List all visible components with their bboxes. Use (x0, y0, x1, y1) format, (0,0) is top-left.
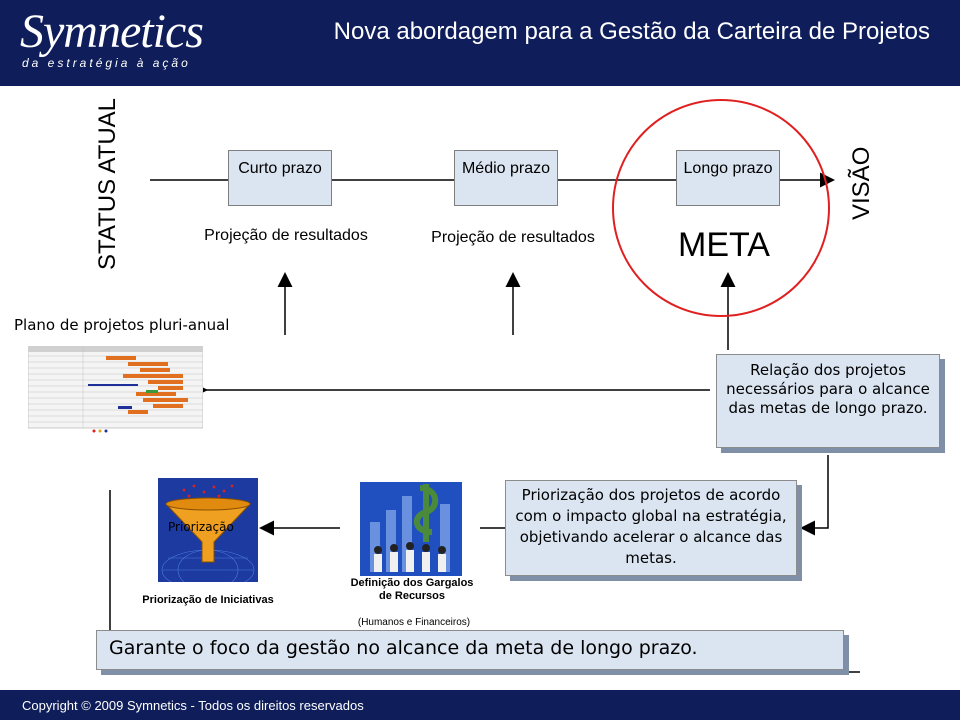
funnel-label: Priorização (168, 520, 234, 534)
projection-text-1: Projeção de resultados (204, 227, 368, 244)
funnel-icon (158, 478, 258, 582)
relation-box: Relação dos projetos necessários para o … (716, 354, 940, 448)
long-term-box: Longo prazo (676, 150, 780, 206)
header-bar: Symnetics da estratégia à ação Nova abor… (0, 0, 960, 86)
gantt-chart-thumbnail (28, 346, 203, 433)
diagram-connectors (109, 99, 860, 673)
meta-label: META (678, 226, 770, 264)
bottleneck-subtitle: (Humanos e Financeiros) (357, 617, 471, 628)
logo-tagline: da estratégia à ação (22, 56, 191, 70)
prioritization-box: Priorização dos projetos de acordo com o… (505, 480, 797, 576)
vision-label: VISÃO (848, 146, 875, 220)
relation-to-priority-arrow (800, 455, 829, 536)
footer-bar: Copyright © 2009 Symnetics - Todos os di… (0, 690, 960, 720)
bottleneck-title: Definição dos Gargalos de Recursos (350, 577, 474, 602)
conclusion-box: Garante o foco da gestão no alcance da m… (96, 630, 844, 670)
logo-name: Symnetics (20, 5, 204, 58)
plan-label: Plano de projetos pluri-anual (14, 316, 230, 334)
copyright-text: Copyright © 2009 Symnetics - Todos os di… (22, 698, 364, 713)
medium-term-box: Médio prazo (454, 150, 558, 206)
projection-text-2: Projeção de resultados (431, 229, 595, 246)
short-term-box: Curto prazo (228, 150, 332, 206)
resources-illustration (360, 482, 462, 576)
page-title: Nova abordagem para a Gestão da Carteira… (333, 18, 930, 45)
bottom-loop-left (109, 490, 150, 673)
meta-circle (612, 99, 830, 317)
initiatives-caption: Priorização de Iniciativas (142, 594, 274, 606)
status-label: STATUS ATUAL (94, 97, 121, 270)
